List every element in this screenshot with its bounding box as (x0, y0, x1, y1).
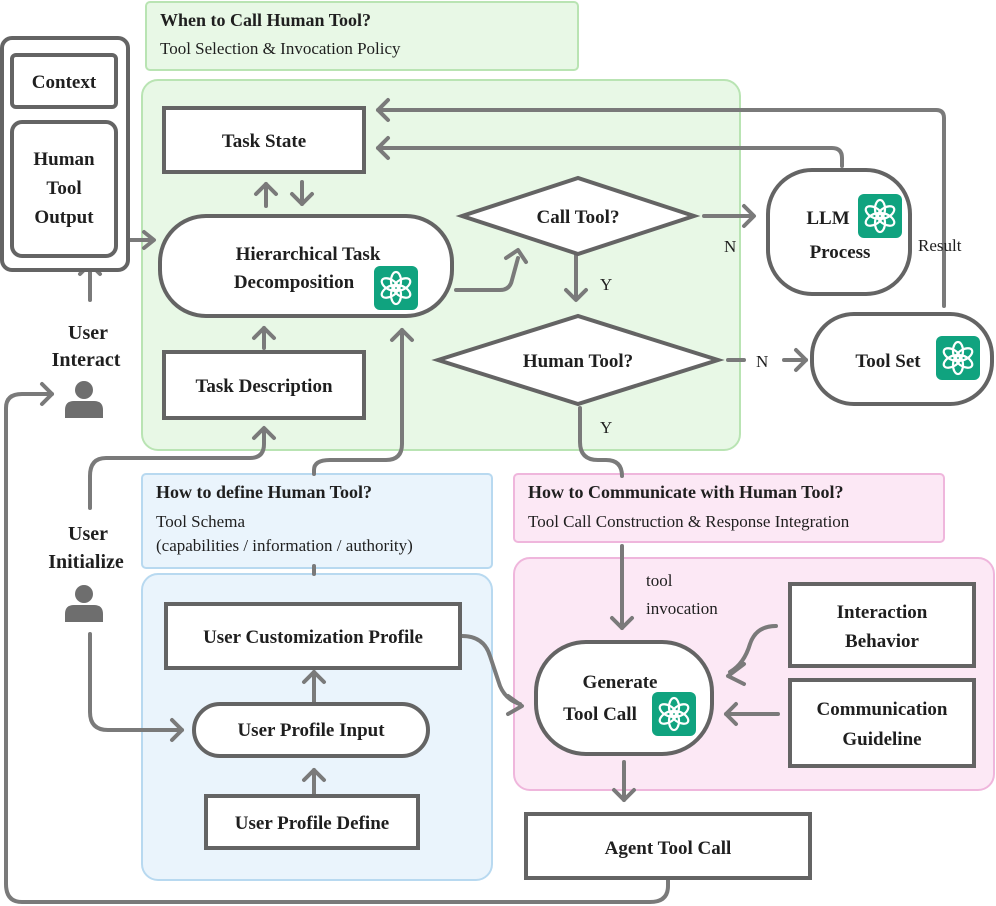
context-box (10, 53, 118, 109)
when-header-panel (145, 1, 579, 71)
user-customization-box (164, 602, 462, 670)
human-tool-decision-label: Human Tool? (523, 351, 633, 372)
communication-guideline-line2: Guideline (842, 729, 921, 750)
person-icon (65, 381, 103, 418)
communicate-subtitle: Tool Call Construction & Response Integr… (528, 512, 850, 531)
user-customization-label: User Customization Profile (203, 627, 423, 648)
hierarchical-line2: Decomposition (234, 272, 355, 293)
when-title: When to Call Human Tool? (160, 10, 371, 30)
edge-label-n-call: N (724, 237, 736, 256)
hierarchical-line1: Hierarchical Task (236, 244, 381, 265)
user-profile-define-box (204, 794, 420, 850)
openai-knot-icon (856, 192, 904, 240)
call-tool-label: Call Tool? (537, 207, 620, 228)
communication-guideline-line1: Communication (817, 699, 948, 720)
person-icon (65, 585, 103, 622)
user-profile-input-box (192, 702, 430, 758)
human-tool-output-line2: Tool (46, 178, 81, 199)
human-tool-output-line3: Output (34, 207, 94, 228)
llm-process-line2: Process (810, 242, 871, 263)
define-header-panel (141, 473, 493, 569)
edge-label-tool: tool (646, 571, 673, 590)
human-tool-output-box (10, 120, 118, 258)
openai-knot-icon (372, 264, 420, 312)
openai-knot-icon (934, 334, 982, 382)
interaction-behavior-line2: Behavior (845, 631, 919, 652)
task-state-label: Task State (222, 131, 306, 152)
interaction-behavior-line1: Interaction (837, 602, 928, 623)
user-interact-line1: User (68, 322, 108, 344)
generate-tool-call-line2: Tool Call (563, 704, 637, 725)
context-label: Context (32, 72, 97, 93)
user-profile-define-label: User Profile Define (235, 813, 389, 834)
task-description-label: Task Description (195, 376, 333, 397)
call-tool-decision (455, 175, 701, 257)
edge-label-result: Result (918, 236, 962, 255)
interaction-behavior-box (788, 582, 976, 668)
tool-set-label: Tool Set (855, 351, 921, 372)
agent-tool-call-label: Agent Tool Call (605, 838, 732, 859)
user-initialize-line2: Initialize (48, 551, 124, 573)
define-line1: Tool Schema (156, 512, 245, 531)
generate-tool-call-line1: Generate (583, 672, 658, 693)
edge-label-invocation: invocation (646, 599, 718, 618)
define-line2: (capabilities / information / authority) (156, 536, 413, 555)
task-description-box (162, 350, 366, 420)
communication-guideline-box (788, 678, 976, 768)
edge-label-n-human: N (756, 352, 768, 371)
human-tool-output-line1: Human (33, 149, 95, 170)
task-state-box (162, 106, 366, 174)
edge-label-y-human: Y (600, 418, 612, 437)
human-tool-decision (431, 313, 725, 407)
connectors (4, 98, 946, 904)
user-profile-input-label: User Profile Input (237, 720, 385, 741)
openai-knot-icon (650, 690, 698, 738)
when-subtitle: Tool Selection & Invocation Policy (160, 39, 401, 58)
llm-process-line1: LLM (806, 208, 849, 229)
communicate-title: How to Communicate with Human Tool? (528, 482, 844, 502)
agent-tool-call-box (524, 812, 812, 880)
edge-label-y-call: Y (600, 275, 612, 294)
user-interact-line2: Interact (52, 349, 121, 371)
define-title: How to define Human Tool? (156, 482, 372, 502)
user-initialize-line1: User (68, 523, 108, 545)
communicate-header-panel (513, 473, 945, 543)
